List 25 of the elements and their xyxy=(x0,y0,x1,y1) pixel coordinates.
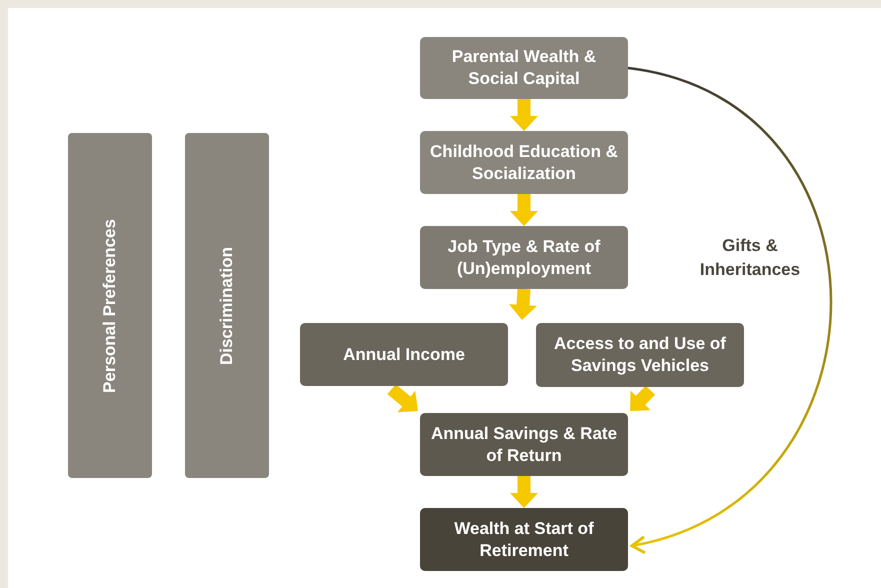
block-arrow xyxy=(630,386,656,412)
vertical-bar xyxy=(68,133,152,478)
box-label: Access to and Use of Savings Vehicles xyxy=(553,333,727,377)
box-label: Job Type & Rate of (Un)employment xyxy=(446,236,602,280)
process-box xyxy=(420,226,628,289)
block-arrow xyxy=(510,476,538,508)
bar-label: Personal Preferences xyxy=(100,218,120,392)
bar-label: Discrimination xyxy=(217,246,237,365)
box-label: Annual Income xyxy=(343,344,465,366)
box-label: Annual Savings & Rate of Return xyxy=(430,422,618,466)
process-box xyxy=(420,413,628,476)
process-box xyxy=(300,323,508,386)
process-box xyxy=(536,323,744,387)
block-arrow xyxy=(509,288,537,320)
process-box xyxy=(420,508,628,571)
box-label: Parental Wealth & Social Capital xyxy=(450,46,598,90)
block-arrow xyxy=(510,99,538,131)
vertical-bar xyxy=(185,133,269,478)
process-box xyxy=(420,131,628,194)
curved-arrow xyxy=(628,66,832,554)
block-arrow xyxy=(510,194,538,226)
block-arrow xyxy=(387,384,418,412)
process-box xyxy=(420,37,628,99)
box-label: Wealth at Start of Retirement xyxy=(453,518,595,562)
box-label: Childhood Education & Socialization xyxy=(429,140,619,184)
